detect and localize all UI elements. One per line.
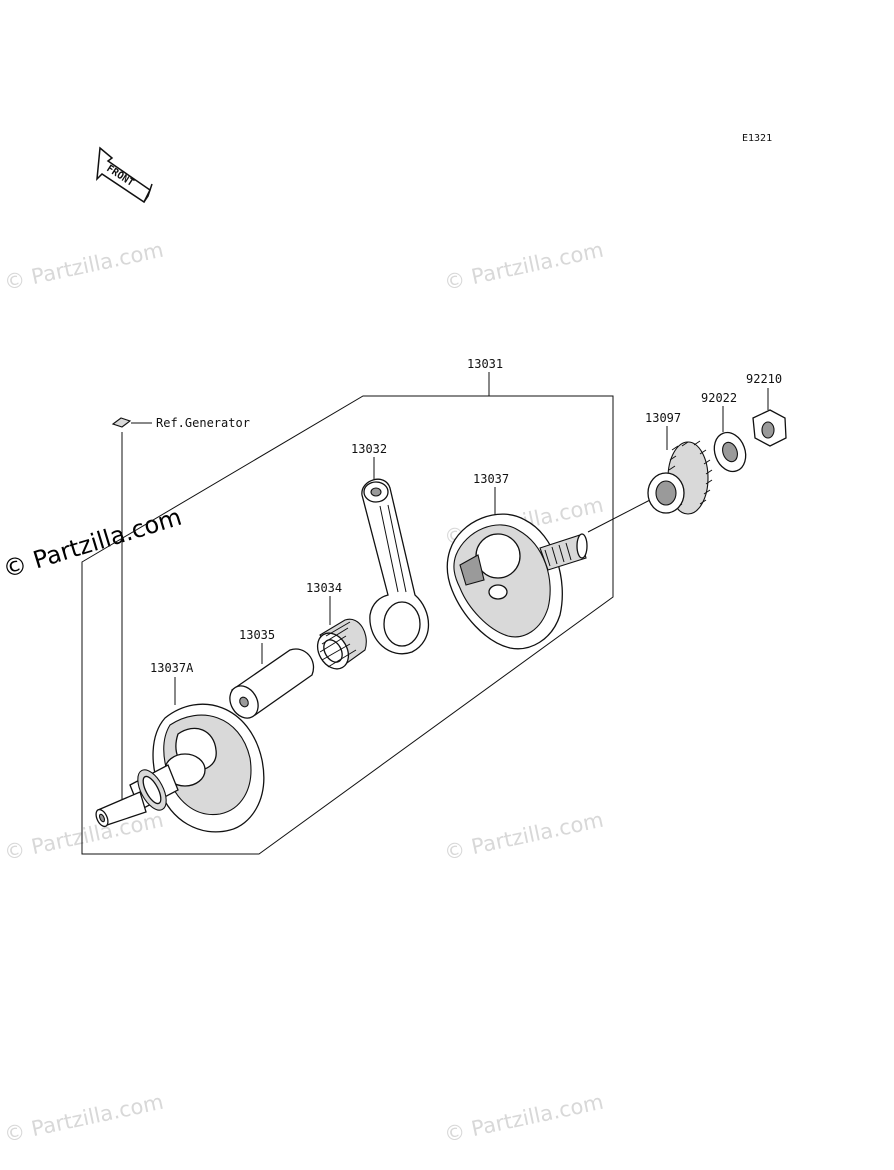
washer: [713, 431, 747, 473]
label-13097: 13097: [645, 411, 681, 425]
watermark: © Partzilla.com: [442, 808, 606, 865]
label-92022: 92022: [701, 391, 737, 405]
label-13034: 13034: [306, 581, 342, 595]
watermark: © Partzilla.com: [2, 238, 166, 295]
nut: [752, 409, 787, 447]
label-13032: 13032: [351, 442, 387, 456]
flywheel-left: [95, 703, 265, 833]
watermark-primary: © Partzilla.com: [0, 503, 185, 584]
watermarks: © Partzilla.com © Partzilla.com © Partzi…: [0, 238, 606, 1147]
label-92210: 92210: [746, 372, 782, 386]
connecting-rod: [361, 478, 429, 655]
watermark: © Partzilla.com: [2, 808, 166, 865]
axis-line: [587, 499, 651, 533]
label-13031: 13031: [467, 357, 503, 371]
diagram-code: E1321: [742, 133, 772, 144]
label-13037a: 13037A: [150, 661, 194, 675]
front-arrow-icon: FRONT: [96, 146, 153, 204]
ref-generator-key: [111, 417, 152, 802]
needle-bearing: [316, 618, 367, 670]
watermark: © Partzilla.com: [442, 238, 606, 295]
crank-pin: [229, 648, 315, 719]
watermark: © Partzilla.com: [442, 1090, 606, 1147]
assembly-frame: [81, 395, 614, 855]
watermark: © Partzilla.com: [2, 1090, 166, 1147]
gear: [647, 440, 713, 515]
left-gear-icon: [137, 769, 167, 811]
label-13035: 13035: [239, 628, 275, 642]
ref-generator-label: Ref.Generator: [156, 416, 250, 430]
flywheel-right: [446, 513, 588, 650]
label-13037: 13037: [473, 472, 509, 486]
